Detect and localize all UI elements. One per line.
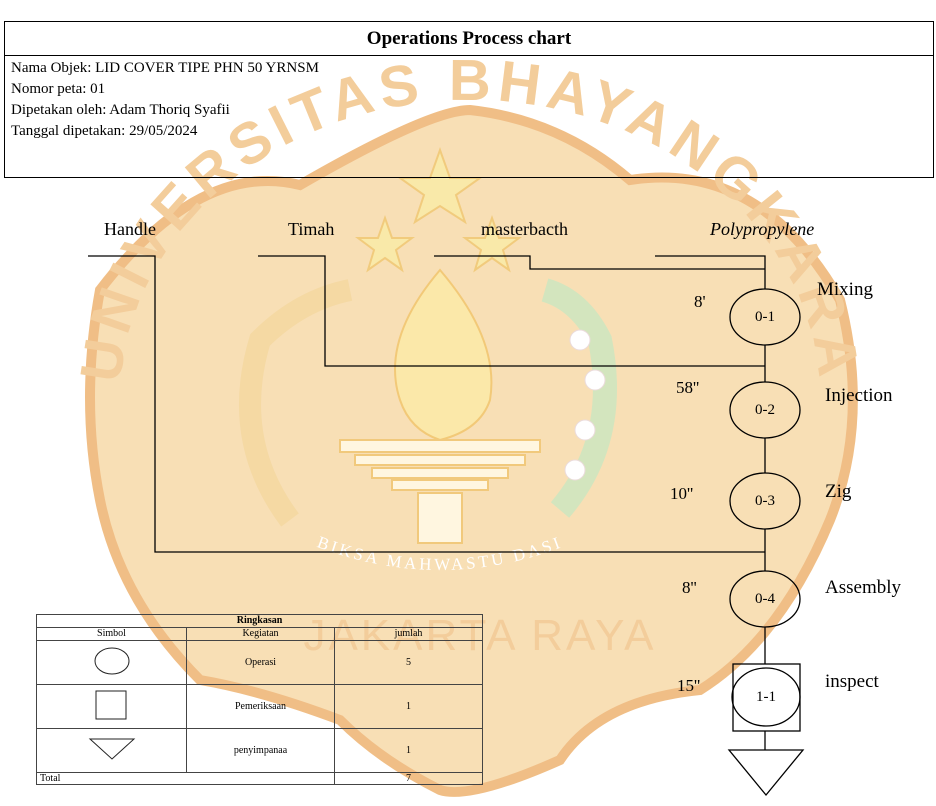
polypropylene-input-line — [655, 256, 765, 289]
operation-time-0-4: 8'' — [682, 578, 697, 598]
material-timah: Timah — [288, 219, 334, 239]
inspection-id-1-1: 1-1 — [736, 688, 796, 706]
operation-time-0-1: 8' — [694, 292, 706, 312]
summary-table: Ringkasan Simbol Kegiatan jumlah Operasi… — [36, 614, 483, 785]
material-masterbacth: masterbacth — [481, 219, 568, 239]
operation-id-0-4: 0-4 — [735, 590, 795, 608]
summary-count: 1 — [335, 685, 483, 729]
inspection-symbol-cell — [37, 685, 187, 729]
table-row: Total 7 — [37, 773, 483, 785]
summary-caption: Ringkasan — [37, 615, 483, 628]
summary-header-symbol: Simbol — [37, 628, 187, 641]
summary-activity: penyimpanaa — [187, 729, 335, 773]
summary-activity: Operasi — [187, 641, 335, 685]
operation-name-0-2: Injection — [825, 386, 893, 406]
summary-count: 1 — [335, 729, 483, 773]
operation-id-0-1: 0-1 — [735, 308, 795, 326]
table-row: penyimpanaa 1 — [37, 729, 483, 773]
summary-count: 5 — [335, 641, 483, 685]
summary-total-label: Total — [37, 773, 335, 785]
storage-triangle-icon — [729, 750, 803, 795]
summary-activity: Pemeriksaan — [187, 685, 335, 729]
table-row: Operasi 5 — [37, 641, 483, 685]
timah-input-line — [258, 256, 765, 366]
operation-name-0-3: Zig — [825, 482, 851, 502]
operation-time-0-2: 58'' — [676, 378, 699, 398]
operation-name-0-1: Mixing — [817, 280, 873, 300]
operation-id-0-2: 0-2 — [735, 401, 795, 419]
square-icon — [92, 689, 132, 721]
circle-icon — [92, 646, 132, 676]
material-handle: Handle — [104, 219, 156, 239]
operation-name-0-4: Assembly — [825, 578, 901, 598]
inspection-name-1-1: inspect — [825, 672, 879, 692]
summary-total-value: 7 — [335, 773, 483, 785]
material-polypropylene: Polypropylene — [710, 219, 814, 239]
operation-id-0-3: 0-3 — [735, 492, 795, 510]
handle-input-line — [88, 256, 765, 552]
operation-symbol-cell — [37, 641, 187, 685]
inspection-time-1-1: 15'' — [677, 676, 700, 696]
table-row: Pemeriksaan 1 — [37, 685, 483, 729]
summary-header-count: jumlah — [335, 628, 483, 641]
storage-symbol-cell — [37, 729, 187, 773]
triangle-icon — [82, 735, 142, 763]
masterbacth-input-line — [434, 256, 765, 269]
operation-time-0-3: 10'' — [670, 484, 693, 504]
summary-header-activity: Kegiatan — [187, 628, 335, 641]
